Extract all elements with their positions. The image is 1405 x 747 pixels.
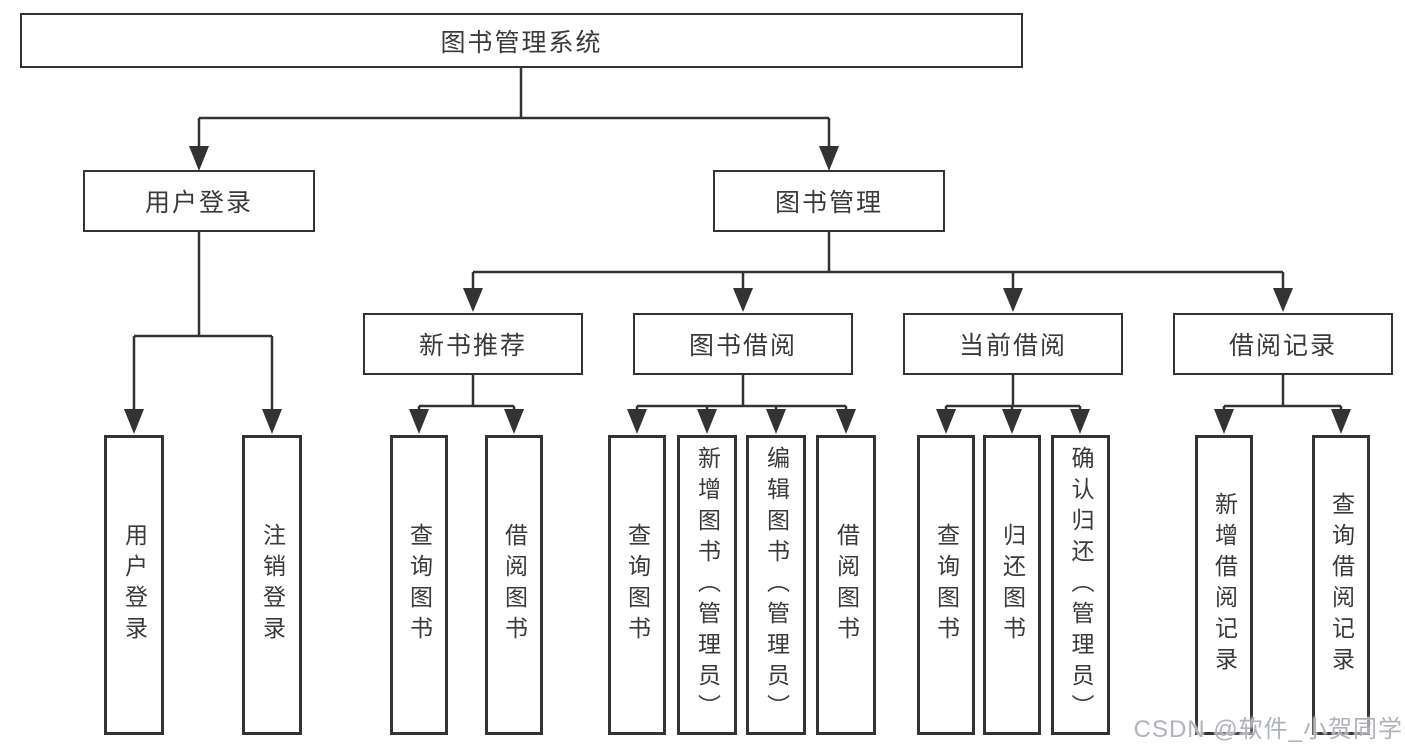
node-leaf-edit-book-admin: 编辑图书（管理员）: [746, 435, 806, 735]
node-current-borrowing: 当前借阅: [903, 313, 1123, 375]
edge-book-management-to-level3: [463, 232, 1293, 312]
edge-borrowing-records-to-leaves: [1214, 375, 1351, 434]
node-leaf-confirm-return-admin: 确认归还（管理员）: [1051, 435, 1110, 735]
edge-current-borrowing-to-leaves: [936, 375, 1090, 434]
edge-new-book-recommend-to-leaves: [409, 375, 524, 434]
node-leaf-borrow-books-borrowing: 借阅图书: [816, 435, 876, 735]
node-book-management: 图书管理: [713, 170, 945, 232]
edge-user-login-to-leaves: [124, 232, 282, 434]
edge-root-to-level2: [189, 68, 839, 171]
node-leaf-query-books-current: 查询图书: [917, 435, 975, 735]
node-leaf-add-book-admin: 新增图书（管理员）: [677, 435, 737, 735]
edge-book-borrowing-to-leaves: [627, 375, 856, 434]
node-leaf-query-books-borrowing: 查询图书: [608, 435, 666, 735]
watermark-text: CSDN @软件_小贺同学: [1133, 716, 1403, 743]
node-leaf-user-login: 用户登录: [104, 435, 164, 735]
node-user-login-group: 用户登录: [83, 170, 315, 232]
node-borrowing-records: 借阅记录: [1173, 313, 1393, 375]
node-leaf-add-borrow-record: 新增借阅记录: [1195, 435, 1253, 735]
node-book-borrowing: 图书借阅: [633, 313, 853, 375]
node-root: 图书管理系统: [20, 13, 1023, 68]
node-leaf-borrow-books-recommend: 借阅图书: [485, 435, 543, 735]
node-leaf-return-books: 归还图书: [983, 435, 1041, 735]
node-new-book-recommend: 新书推荐: [363, 313, 583, 375]
node-leaf-logout: 注销登录: [242, 435, 302, 735]
node-leaf-query-books-recommend: 查询图书: [390, 435, 448, 735]
node-leaf-query-borrow-record: 查询借阅记录: [1312, 435, 1370, 735]
